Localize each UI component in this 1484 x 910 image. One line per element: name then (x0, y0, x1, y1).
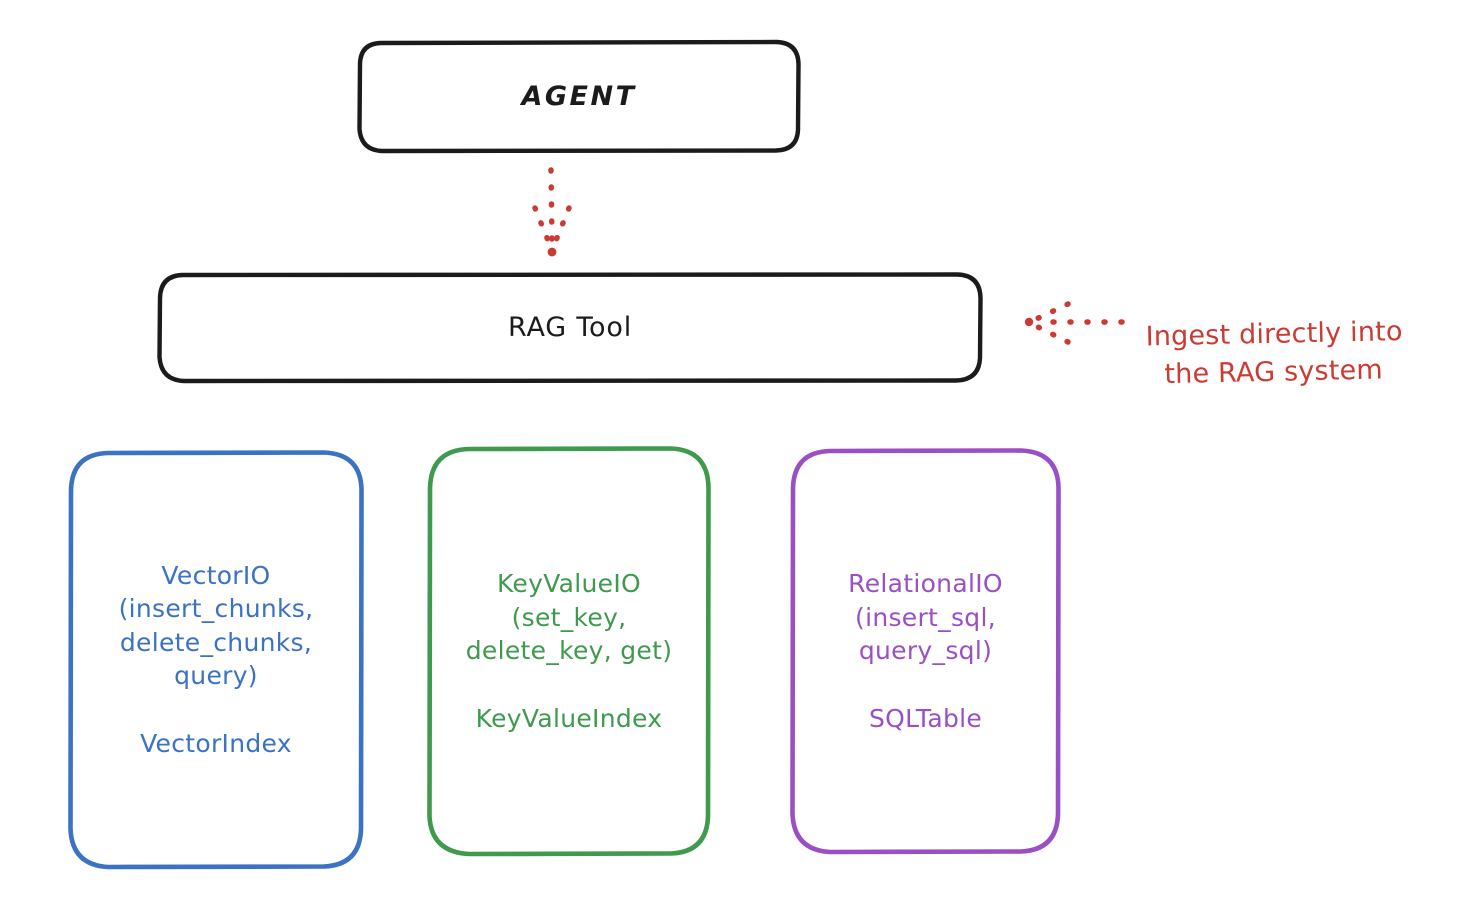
relational-io-api-label: RelationalIO (insert_sql, query_sql) (848, 569, 1003, 665)
key-value-io-api-label: KeyValueIO (set_key, delete_key, get) (465, 569, 673, 665)
vector-index-label: VectorIndex (140, 728, 292, 758)
vector-io-node-frame (68, 450, 364, 870)
rag-tool-node[interactable]: RAG Tool (157, 272, 983, 384)
sql-table-label: SQLTable (868, 703, 983, 733)
relational-io-node[interactable]: RelationalIO (insert_sql, query_sql) SQL… (790, 448, 1061, 855)
edge-agent-to-rag-tool (532, 167, 572, 257)
rag-tool-label: RAG Tool (507, 311, 632, 343)
relational-io-node-frame (790, 448, 1061, 855)
agent-node[interactable]: AGENT (357, 39, 801, 154)
key-value-io-node-frame (427, 446, 711, 857)
ingest-annotation-line-1: Ingest directly into (1145, 316, 1403, 353)
key-value-io-node[interactable]: KeyValueIO (set_key, delete_key, get) Ke… (427, 446, 711, 857)
agent-label: AGENT (521, 80, 637, 112)
key-value-index-label: KeyValueIndex (475, 703, 663, 733)
ingest-annotation: Ingest directly into the RAG system (1144, 275, 1477, 431)
agent-node-frame (357, 39, 801, 154)
vector-io-api-label: VectorIO (insert_chunks, delete_chunks, … (118, 560, 314, 691)
edge-ingest-into-rag (1024, 301, 1125, 345)
ingest-annotation-line-2: the RAG system (1164, 354, 1384, 390)
vector-io-node[interactable]: VectorIO (insert_chunks, delete_chunks, … (68, 450, 364, 870)
rag-tool-node-frame (157, 272, 983, 384)
